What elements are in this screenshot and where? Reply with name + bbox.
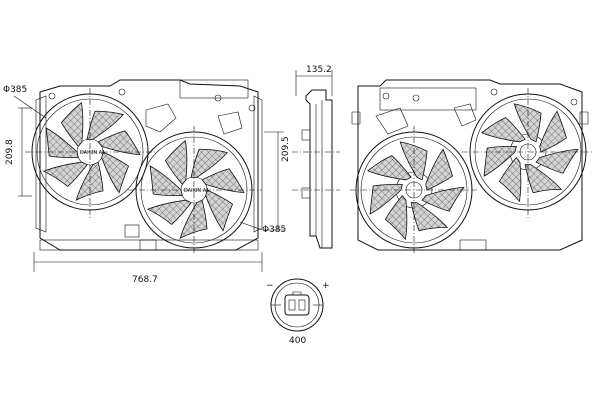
fan-blade: [75, 161, 104, 201]
total-width-label: 768.7: [132, 275, 158, 285]
front-connector-bracket: [217, 111, 243, 135]
front-lug: [248, 104, 256, 112]
side-view: 135.2: [292, 65, 340, 249]
fan-blade: [369, 183, 403, 215]
front-motor-bracket: [145, 103, 177, 133]
fan-blade: [481, 117, 526, 143]
left-diameter-label: Φ385: [3, 85, 27, 95]
front-lug: [118, 88, 126, 96]
rear-left-fan: [350, 126, 478, 254]
front-bottom-bar: [39, 239, 259, 251]
fan-blade: [421, 186, 465, 212]
fan-blade: [535, 148, 579, 174]
front-top-bracket: [179, 79, 249, 99]
fan-blade: [42, 161, 88, 187]
left-height-label: 209.8: [5, 139, 15, 165]
fan-blade: [97, 130, 141, 156]
depth-label: 135.2: [306, 65, 332, 75]
fan-blade: [483, 145, 517, 177]
fan-blade: [60, 101, 84, 148]
fan-blade: [205, 189, 233, 232]
front-left-fan: DAIKIN A1: [25, 88, 155, 218]
rear-shroud-outline: [357, 79, 583, 251]
side-profile: [305, 89, 333, 249]
fan-blade: [425, 148, 453, 191]
fan-blade: [86, 110, 124, 140]
connector-plus-label: +: [322, 281, 330, 291]
fan-blade: [201, 168, 245, 194]
fan-blade: [179, 199, 208, 239]
left-motor-label: DAIKIN A1: [80, 150, 105, 156]
rear-right-fan: [462, 88, 592, 218]
fan-blade: [190, 148, 228, 178]
connector-power-label: 400: [289, 336, 306, 346]
fan-blade: [539, 110, 567, 153]
front-lug: [48, 92, 56, 100]
fan-blade: [101, 151, 129, 194]
front-mount-bottom: [139, 239, 157, 251]
fan-blade: [384, 194, 408, 241]
front-shroud-inner: [35, 95, 263, 233]
fan-blade: [399, 141, 428, 181]
front-mount-left: [124, 224, 140, 238]
connector-socket: [284, 294, 310, 316]
fan-blade: [513, 103, 542, 143]
fan-blade: [45, 127, 79, 159]
connector-minus-label: −: [266, 281, 274, 291]
fan-blade: [146, 199, 192, 225]
connector-detail: − + 400: [266, 278, 330, 346]
right-diameter-label: Φ385: [262, 225, 286, 235]
front-lug: [214, 94, 222, 102]
fan-blade: [498, 156, 522, 203]
fan-blade: [524, 164, 563, 194]
fan-blade: [164, 139, 188, 186]
right-height-label: 209.5: [281, 136, 291, 162]
front-right-fan: DAIKIN A1: [128, 126, 262, 254]
front-view: DAIKIN A1 DAIKIN A1 Φ385 209.8 209.5: [3, 79, 291, 285]
rear-view: [350, 79, 592, 254]
fan-blade: [367, 155, 412, 181]
fan-blade: [149, 165, 183, 197]
fan-blade: [410, 202, 449, 232]
right-motor-label: DAIKIN A1: [184, 188, 209, 194]
